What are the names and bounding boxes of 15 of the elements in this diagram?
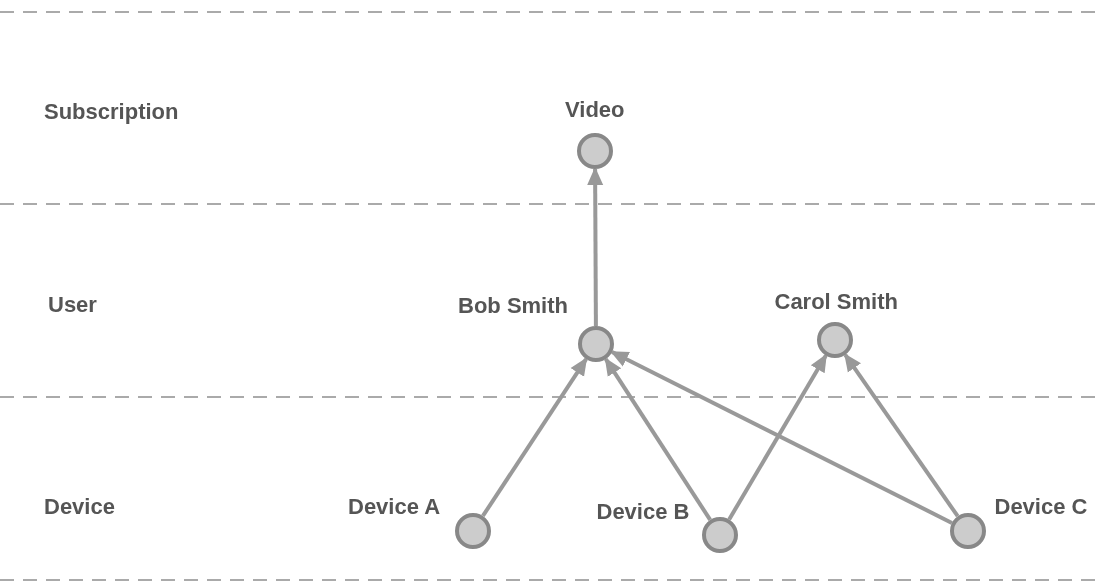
node-label: Bob Smith <box>458 293 568 320</box>
node-label: Device A <box>348 494 441 521</box>
lane-label: Device <box>44 494 115 521</box>
lane-label: Subscription <box>44 99 179 126</box>
arrow <box>481 357 588 518</box>
arrow <box>843 353 960 518</box>
node-label: Device B <box>596 499 690 526</box>
arrow <box>610 350 953 525</box>
node-label: Video <box>565 97 625 124</box>
lane-label: User <box>48 292 97 319</box>
arrow <box>604 357 712 521</box>
node-label: Device C <box>994 494 1088 521</box>
arrow <box>587 167 604 326</box>
node-label: Carol Smith <box>774 289 898 316</box>
arrow <box>727 353 828 521</box>
